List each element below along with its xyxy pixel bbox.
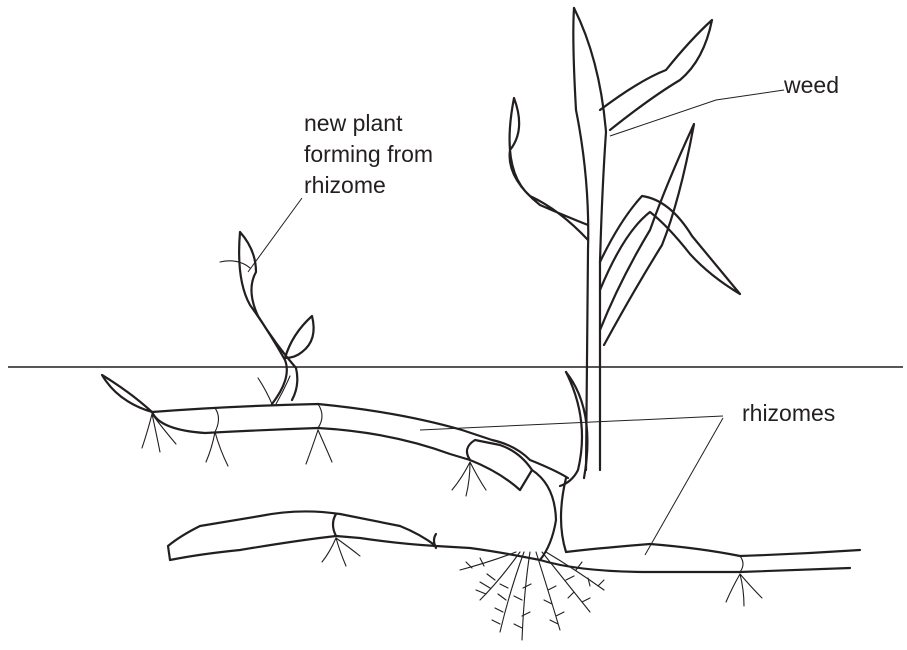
label-rhizomes-text: rhizomes — [742, 400, 835, 426]
label-weed-text: weed — [784, 72, 839, 98]
label-new-plant-line1: new plant — [304, 108, 433, 139]
label-weed: weed — [784, 70, 839, 101]
new-plant-shoot — [220, 232, 314, 404]
label-new-plant-line3: rhizome — [304, 170, 433, 201]
lower-rhizome — [168, 478, 860, 606]
label-rhizomes: rhizomes — [742, 398, 835, 429]
fibrous-roots — [460, 552, 604, 640]
weed-plant — [510, 8, 740, 486]
label-new-plant-line2: forming from — [304, 139, 433, 170]
label-new-plant: new plant forming from rhizome — [304, 108, 433, 201]
